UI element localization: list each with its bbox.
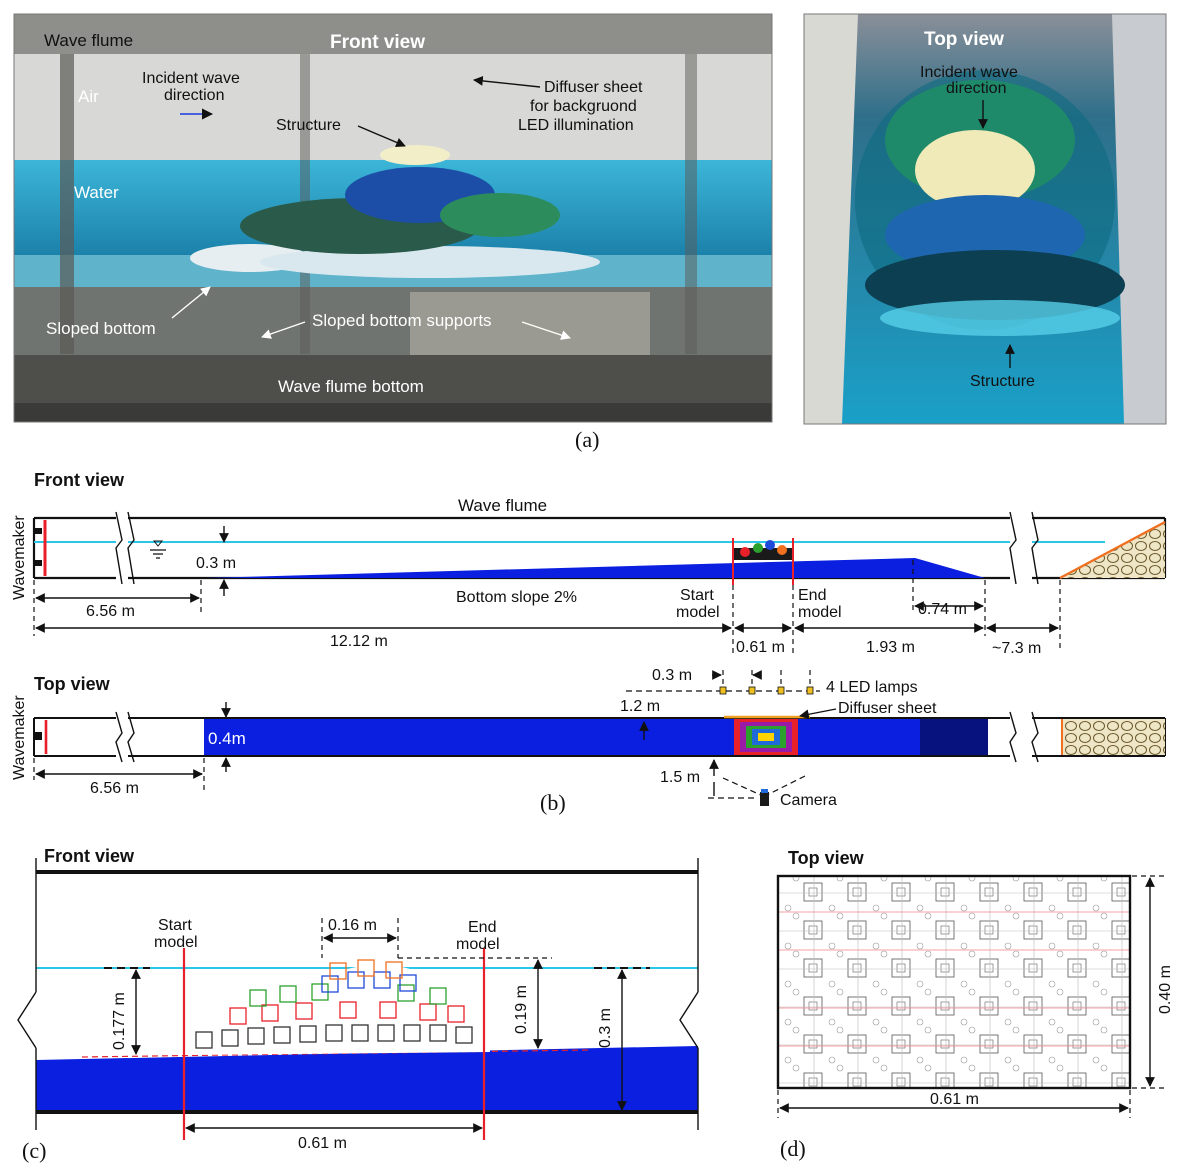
d-top-title: Top view [788,848,865,868]
b-top-camera: Camera [780,792,837,809]
c-front-flume [17,858,699,1140]
photo-top-structure-label: Structure [970,373,1035,390]
c-front-title: Front view [44,846,135,866]
photo-supports-label: Sloped bottom supports [312,311,492,330]
photo-supports-arrow-left [261,321,306,339]
b-top-led: 4 LED lamps [826,679,918,696]
c-front-d016: 0.16 m [328,917,377,934]
b-front-flume [32,511,1167,585]
b-front-depth: 0.3 m [196,555,236,572]
panel-label-d: (d) [780,1136,806,1161]
b-front-start-1: Start [680,587,714,604]
b-top-diffuser: Diffuser sheet [838,700,937,717]
b-front-wavemaker: Wavemaker [11,515,28,600]
photo-diffuser-arrow [473,76,541,88]
c-front-start-2: model [154,934,198,951]
photo-sloped-bottom-label: Sloped bottom [46,319,156,338]
photo-water-label: Water [74,183,119,202]
photo-top-title: Top view [924,29,1004,50]
c-front-d03: 0.3 m [597,1008,614,1048]
b-top-d12: 1.2 m [620,698,660,715]
photo-front-title: Front view [330,32,425,53]
b-top-d15: 1.5 m [660,769,700,786]
b-top-title: Top view [34,674,111,694]
photo-sloped-bottom-arrow [171,286,211,319]
b-front-wave-flume: Wave flume [458,496,547,515]
b-front-d656: 6.56 m [86,603,135,620]
photo-diffuser-label-3: LED illumination [518,117,634,134]
b-top-d03: 0.3 m [652,667,692,684]
c-front-start-1: Start [158,917,192,934]
photo-wave-flume-label: Wave flume [44,31,133,50]
c-front-end-2: model [456,936,500,953]
b-front-d193: 1.93 m [866,639,915,656]
panel-label-c: (c) [22,1138,46,1163]
c-front-d019: 0.19 m [513,985,530,1034]
photo-top-view [803,13,1167,425]
d-top-grid [776,874,1132,1090]
b-front-start-2: model [676,604,720,621]
photo-diffuser-label-2: for backgruond [530,98,637,115]
b-front-end-1: End [798,587,826,604]
b-front-d074: 0.74 m [918,601,967,618]
photo-incident-label-2: direction [164,87,224,104]
photo-air-label: Air [78,87,99,106]
photo-front-view [13,13,773,423]
d-top-d061: 0.61 m [930,1091,979,1108]
b-front-d1212: 12.12 m [330,633,388,650]
b-top-wavemaker: Wavemaker [11,695,28,780]
photo-diffuser-label-1: Diffuser sheet [544,79,643,96]
photo-incident-label-1: Incident wave [142,70,240,87]
photo-flume-bottom-label: Wave flume bottom [278,377,424,396]
b-front-d061: 0.61 m [736,639,785,656]
b-top-flume [33,686,1166,806]
b-front-end-2: model [798,604,842,621]
photo-top-incident-2: direction [946,80,1006,97]
b-front-d73: ~7.3 m [992,640,1041,657]
b-front-bottom-slope: Bottom slope 2% [456,589,577,606]
c-front-end-1: End [468,919,496,936]
b-top-d656: 6.56 m [90,780,139,797]
photo-top-incident-1: Incident wave [920,64,1018,81]
b-top-width: 0.4m [208,729,246,748]
photo-structure-label: Structure [276,117,341,134]
d-top-d040: 0.40 m [1157,965,1174,1014]
b-top-diffuser-arrow [799,708,837,720]
photo-supports-arrow-right [521,321,571,340]
c-front-d0177: 0.177 m [111,992,128,1050]
c-front-d061: 0.61 m [298,1135,347,1152]
panel-label-b: (b) [540,790,566,815]
panel-label-a: (a) [575,427,599,452]
photo-structure-arrow [357,125,406,148]
b-front-title: Front view [34,470,125,490]
